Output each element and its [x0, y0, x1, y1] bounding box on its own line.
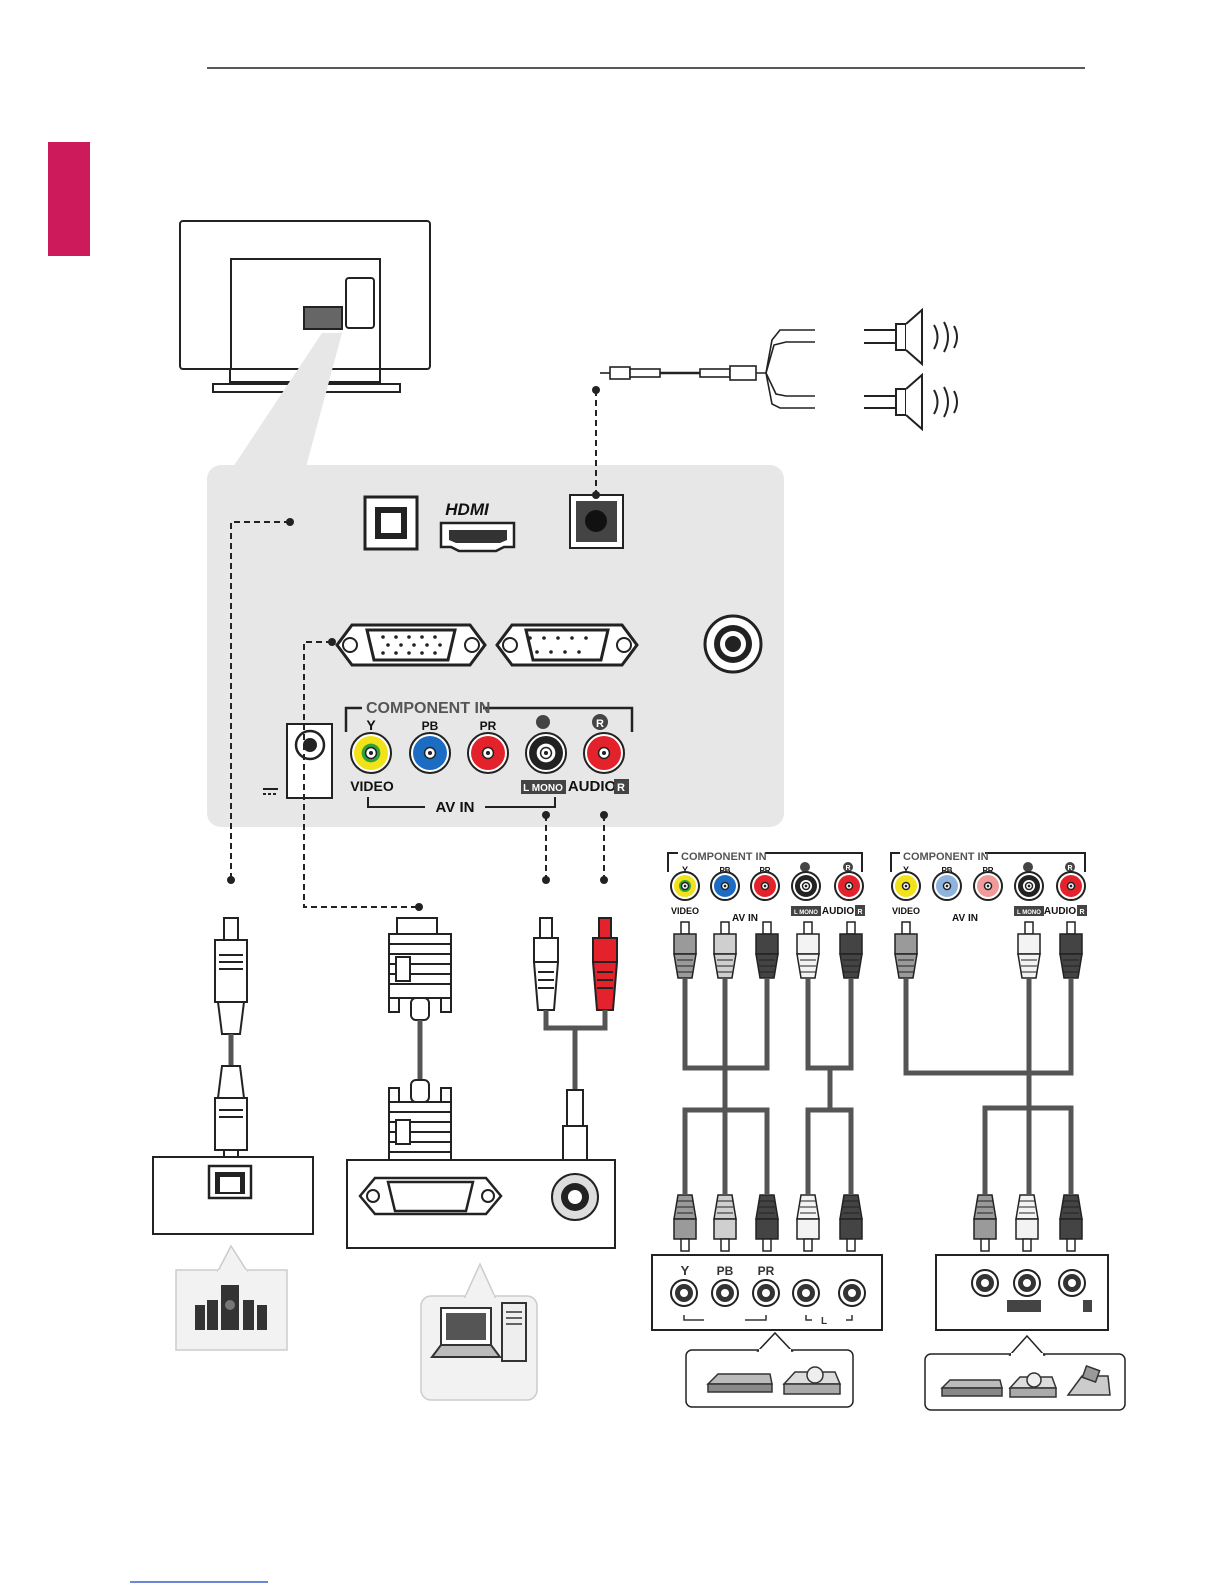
jack-y-video [351, 733, 391, 773]
panel-r-circle-label: R [596, 718, 604, 730]
panel-l-marker [536, 715, 550, 729]
dev1-lmono-label: L MONO [794, 910, 818, 916]
jack-pr [468, 733, 508, 773]
speaker-cable [600, 330, 815, 408]
dev2-jack-l [1015, 872, 1043, 900]
rca-plug [797, 1195, 819, 1251]
panel-pb-label: PB [422, 719, 439, 733]
rca-plug [714, 1195, 736, 1251]
panel-video-label: VIDEO [350, 778, 394, 794]
av-player-device [925, 1255, 1125, 1410]
rs232-port [497, 625, 637, 665]
dev2-jack-pb [933, 872, 961, 900]
panel-lmono-label: L MONO [523, 783, 563, 794]
dev1-out-l-label: L [821, 1316, 827, 1327]
output-jack [1059, 1270, 1085, 1296]
rca-plug [714, 922, 736, 978]
rgb-cable [389, 918, 451, 1178]
dev2-jack-r [1057, 872, 1085, 900]
rca-plug [840, 1195, 862, 1251]
dev2-av-in-label: AV IN [952, 913, 978, 924]
dev1-jack-pr [751, 872, 779, 900]
rca-plug [674, 1195, 696, 1251]
rca-plug [756, 1195, 778, 1251]
dev2-jack-video [892, 872, 920, 900]
rca-plug [1060, 922, 1082, 978]
dev1-component-in-label: COMPONENT IN [681, 851, 767, 863]
dev1-jack-pb [711, 872, 739, 900]
dev2-r-circle-label: R [1067, 865, 1072, 872]
optical-port [365, 497, 417, 549]
output-jack [712, 1280, 738, 1306]
rca-plug [840, 922, 862, 978]
dev1-r-circle-label: R [845, 865, 850, 872]
dev1-av-in-label: AV IN [732, 913, 758, 924]
jack-pb [410, 733, 450, 773]
optical-cable [215, 918, 247, 1170]
dev2-jack-pr [974, 872, 1002, 900]
output-jack [793, 1280, 819, 1306]
home-theater-device [153, 1157, 313, 1350]
jack-audio-r [584, 733, 624, 773]
component-player-device: Y PB PR L [652, 1255, 882, 1407]
language-side-tab [48, 142, 90, 256]
jack-audio-l [526, 733, 566, 773]
dev1-out-pr-label: PR [758, 1264, 775, 1278]
panel-r-badge-label: R [617, 782, 625, 794]
output-jack [671, 1280, 697, 1306]
dev1-audio-label: AUDIO [822, 906, 854, 917]
output-jack [839, 1280, 865, 1306]
rca-cables [674, 922, 1082, 1251]
dev1-jack-l [792, 872, 820, 900]
rca-plug [974, 1195, 996, 1251]
rca-plug [797, 922, 819, 978]
dev2-component-in-label: COMPONENT IN [903, 851, 989, 863]
dev2-video-label: VIDEO [892, 906, 920, 916]
dev1-jack-y [671, 872, 699, 900]
component-device-header: COMPONENT IN Y PB PR R VIDEO AV IN L MON… [668, 851, 865, 924]
panel-y-label: Y [366, 717, 376, 733]
dev1-out-pb-label: PB [717, 1264, 734, 1278]
rca-plug [756, 922, 778, 978]
av-device-header: COMPONENT IN Y PB PR R VIDEO AV IN L MON… [891, 851, 1087, 924]
speaker-icon [864, 310, 957, 429]
dev2-r-badge-label: R [1079, 909, 1084, 916]
rca-plug [674, 922, 696, 978]
rca-plug [1016, 1195, 1038, 1251]
panel-component-in-label: COMPONENT IN [366, 700, 490, 717]
hdmi-logo: HDMI [445, 500, 490, 519]
output-jack [1014, 1270, 1040, 1296]
headphone-port [570, 495, 623, 548]
dev2-audio-label: AUDIO [1044, 906, 1076, 917]
output-jack [972, 1270, 998, 1296]
antenna-port [705, 616, 761, 672]
rca-plug [1060, 1195, 1082, 1251]
pc-device [347, 1160, 615, 1400]
panel-audio-label: AUDIO [568, 778, 617, 795]
audio-y-cable [534, 918, 617, 1174]
panel-pr-label: PR [480, 719, 497, 733]
panel-av-in-label: AV IN [436, 799, 475, 816]
dev2-lmono-label: L MONO [1017, 910, 1041, 916]
rgb-in-port [337, 625, 485, 665]
rca-plug [895, 922, 917, 978]
dev1-out-y-label: Y [681, 1263, 690, 1278]
dev1-video-label: VIDEO [671, 906, 699, 916]
rca-plug [1018, 922, 1040, 978]
dev1-jack-r [835, 872, 863, 900]
output-jack [753, 1280, 779, 1306]
laptop-desktop-icon [432, 1303, 526, 1361]
dev1-r-badge-label: R [857, 909, 862, 916]
